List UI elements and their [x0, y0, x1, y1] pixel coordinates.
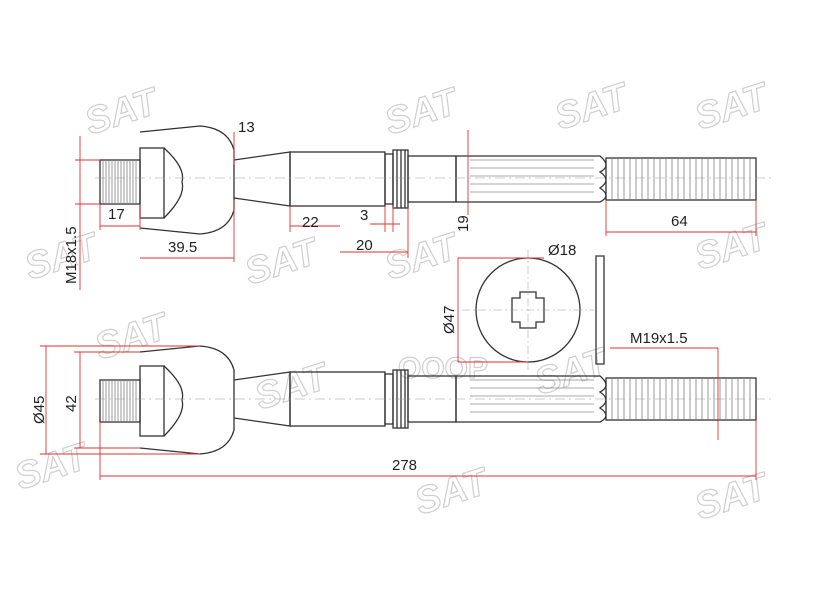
neck — [233, 151, 291, 207]
shaft-body — [407, 155, 457, 203]
watermark-logo: SAT — [240, 230, 325, 293]
ball-housing — [139, 345, 235, 455]
section-19-label: 19 — [455, 215, 472, 232]
watermark-logo: SAT — [690, 75, 775, 138]
inner-thread-length-label: 17 — [108, 206, 125, 223]
bottom-tie-rod — [95, 345, 775, 455]
shaft-collar — [384, 153, 394, 205]
watermark-logo: SAT — [250, 355, 335, 418]
section-3-label: 3 — [360, 207, 368, 224]
ball-diameter-label: Ø45 — [31, 396, 48, 424]
washer-view: Ø47 Ø18 — [441, 242, 605, 370]
ball-cup — [163, 147, 184, 219]
watermark-logo: SAT — [690, 215, 775, 278]
inner-length-label: 39.5 — [168, 239, 197, 256]
spline-section — [455, 155, 607, 203]
outer-thread — [605, 157, 757, 201]
section-22-label: 22 — [302, 214, 319, 231]
watermark-logo: SAT — [10, 435, 95, 498]
watermark-logo: SAT — [550, 75, 635, 138]
washer-side-view — [595, 255, 605, 365]
watermark-logo: SAT — [380, 225, 465, 288]
watermark-logo: SAT — [90, 305, 175, 368]
thread-outer-label: M19x1.5 — [630, 330, 688, 347]
washer-inner-label: Ø18 — [548, 242, 576, 259]
neck-label: 13 — [238, 119, 255, 136]
section-20-label: 20 — [356, 237, 373, 254]
top-tie-rod — [95, 125, 775, 235]
watermark-logo: SAT — [380, 80, 465, 143]
washer-key-hole — [511, 291, 545, 329]
watermark-logo: SAT — [690, 465, 775, 528]
watermark-logo: SAT — [410, 460, 495, 523]
ball-cup — [163, 365, 184, 437]
outer-thread-length-label: 64 — [671, 213, 688, 230]
hex-nut — [139, 147, 165, 219]
hex-nut — [139, 365, 165, 437]
bottom-dimensions: Ø45 42 278 M19x1.5 — [31, 330, 757, 480]
top-dimensions: M18x1.5 17 39.5 13 22 3 20 19 64 — [63, 119, 757, 290]
washer-outer-label: Ø47 — [441, 306, 458, 334]
total-length-label: 278 — [392, 457, 417, 474]
ball-housing — [139, 125, 235, 235]
shaft-section — [289, 151, 386, 207]
housing-height-label: 42 — [63, 395, 80, 412]
thread-inner-label: M18x1.5 — [63, 226, 80, 284]
watermark-logo: SAT — [80, 80, 165, 143]
